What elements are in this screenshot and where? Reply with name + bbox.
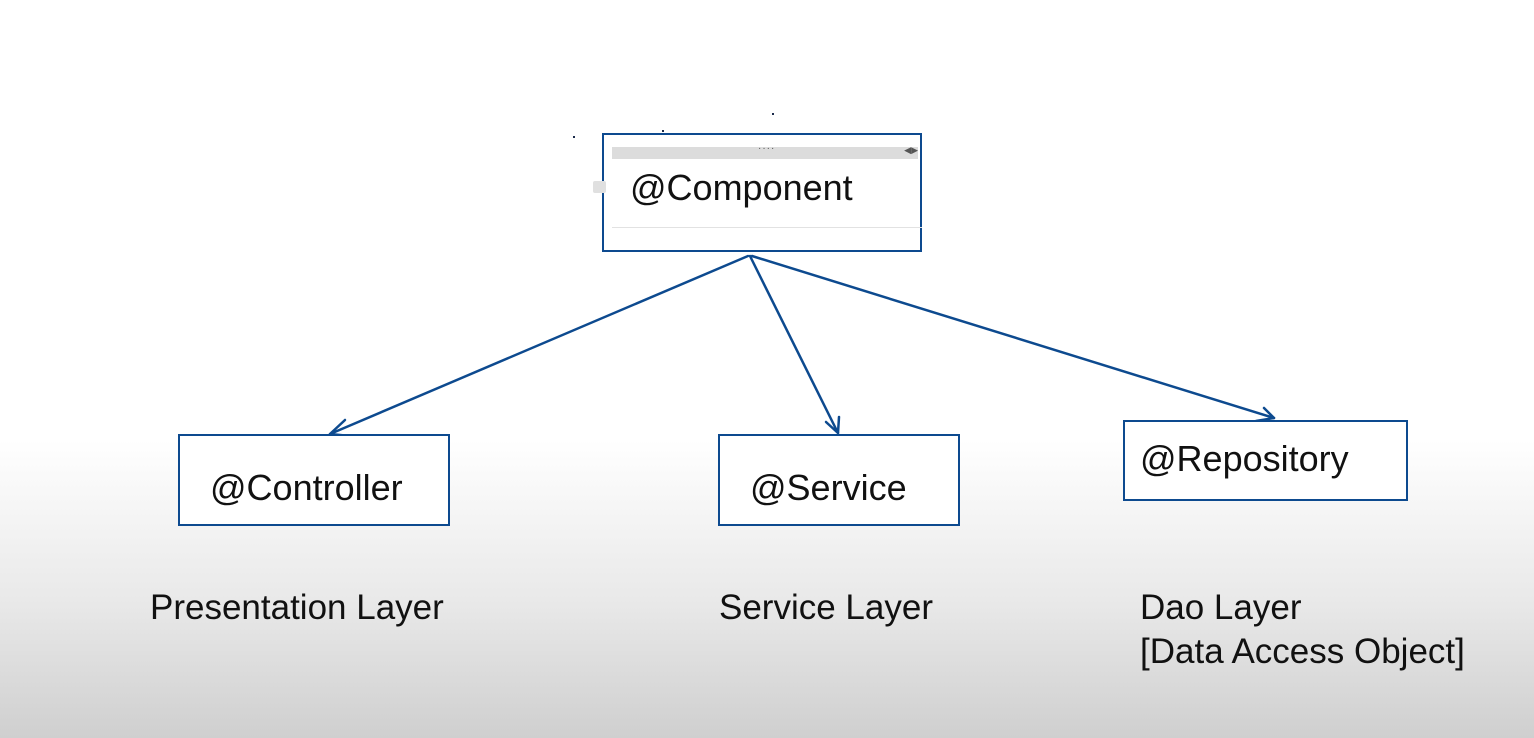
arrow-component-to-controller <box>328 254 750 436</box>
dao-layer-label: Dao Layer <box>1140 588 1302 627</box>
presentation-layer-label: Presentation Layer <box>150 588 444 627</box>
speck <box>573 136 575 138</box>
service-box[interactable]: @Service <box>718 434 960 526</box>
component-box[interactable]: ···· ◀▶ @Component <box>602 133 922 252</box>
text-edit-toolbar[interactable]: ···· ◀▶ <box>612 143 918 159</box>
controller-label: @Controller <box>210 467 403 508</box>
dao-layer-subtitle: [Data Access Object] <box>1140 632 1465 671</box>
component-label[interactable]: @Component <box>630 167 853 208</box>
repository-box[interactable]: @Repository <box>1123 420 1408 501</box>
text-box-handle-icon[interactable] <box>593 181 606 193</box>
text-box-bottom-edge <box>612 227 922 228</box>
arrow-component-to-repository <box>750 254 1276 420</box>
speck <box>772 113 774 115</box>
service-layer-label: Service Layer <box>719 588 933 627</box>
service-label: @Service <box>750 467 907 508</box>
arrow-component-to-service <box>748 254 840 435</box>
drag-dots-icon[interactable]: ···· <box>758 143 776 154</box>
repository-label: @Repository <box>1140 438 1349 479</box>
resize-arrows-icon[interactable]: ◀▶ <box>904 145 918 155</box>
speck <box>662 130 664 132</box>
controller-box[interactable]: @Controller <box>178 434 450 526</box>
arrowhead-service <box>824 415 841 435</box>
